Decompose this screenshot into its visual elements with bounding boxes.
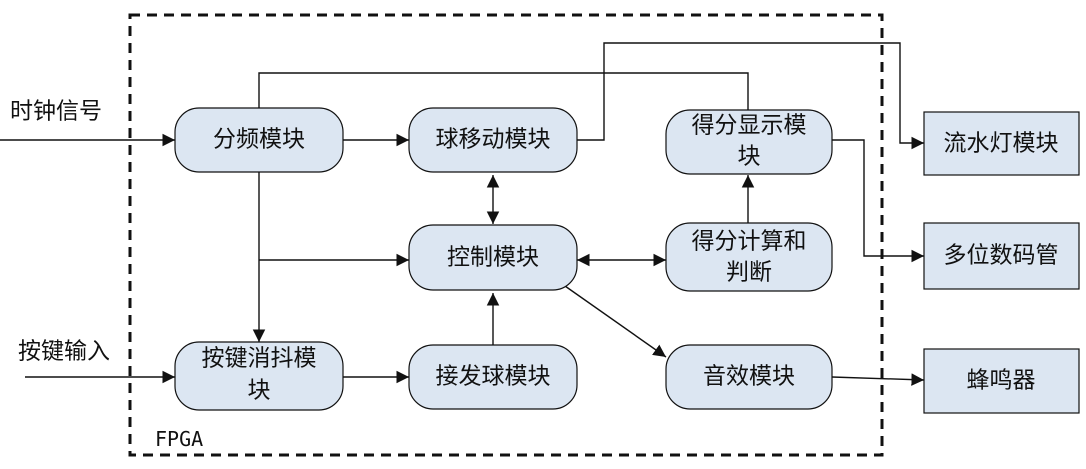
ball-move-to-flow-light-arrow [577,42,924,150]
control-to-sound-arrow [564,285,667,358]
divider-to-score-display-line [258,72,749,110]
ball-move-module: 球移动模块 [408,107,578,173]
score-calculation-module-label-line1: 得分计算和 [692,229,807,255]
serve-module-label: 接发球模块 [436,364,551,390]
control-module: 控制模块 [408,224,578,291]
flow-light-output-label: 流水灯模块 [944,131,1059,157]
connections [0,42,925,386]
debounce-module-label-line1: 按键消抖模 [202,346,317,372]
debounce-module: 按键消抖模 块 [174,341,344,411]
divider-module-label: 分频模块 [213,127,305,153]
clock-signal-label: 时钟信号 [10,99,102,125]
ball-move-module-label: 球移动模块 [436,127,551,153]
sound-module: 音效模块 [665,344,833,410]
flow-light-output: 流水灯模块 [923,111,1080,176]
buzzer-output-label: 蜂鸣器 [967,368,1036,394]
control-module-label: 控制模块 [447,245,539,271]
fpga-label: FPGA [155,427,203,451]
debounce-module-label-line2: 块 [248,378,271,404]
buzzer-output: 蜂鸣器 [923,348,1080,414]
fpga-boundary [128,13,884,457]
serve-module: 接发球模块 [408,344,578,410]
score-calculation-module-label-line2: 判断 [726,260,772,286]
sound-module-label: 音效模块 [703,364,795,390]
sound-to-buzzer-arrow [831,373,925,386]
divider-module: 分频模块 [174,107,344,173]
segment-display-output: 多位数码管 [923,222,1080,290]
score-display-module-label-line2: 块 [738,144,761,170]
segment-display-output-label: 多位数码管 [944,243,1059,269]
score-calculation-module: 得分计算和 判断 [665,222,833,292]
score-display-module-label-line1: 得分显示模 [692,113,807,139]
score-display-to-segment-arrow [832,139,924,263]
key-input-label: 按键输入 [18,339,110,365]
score-display-module: 得分显示模 块 [665,109,833,175]
